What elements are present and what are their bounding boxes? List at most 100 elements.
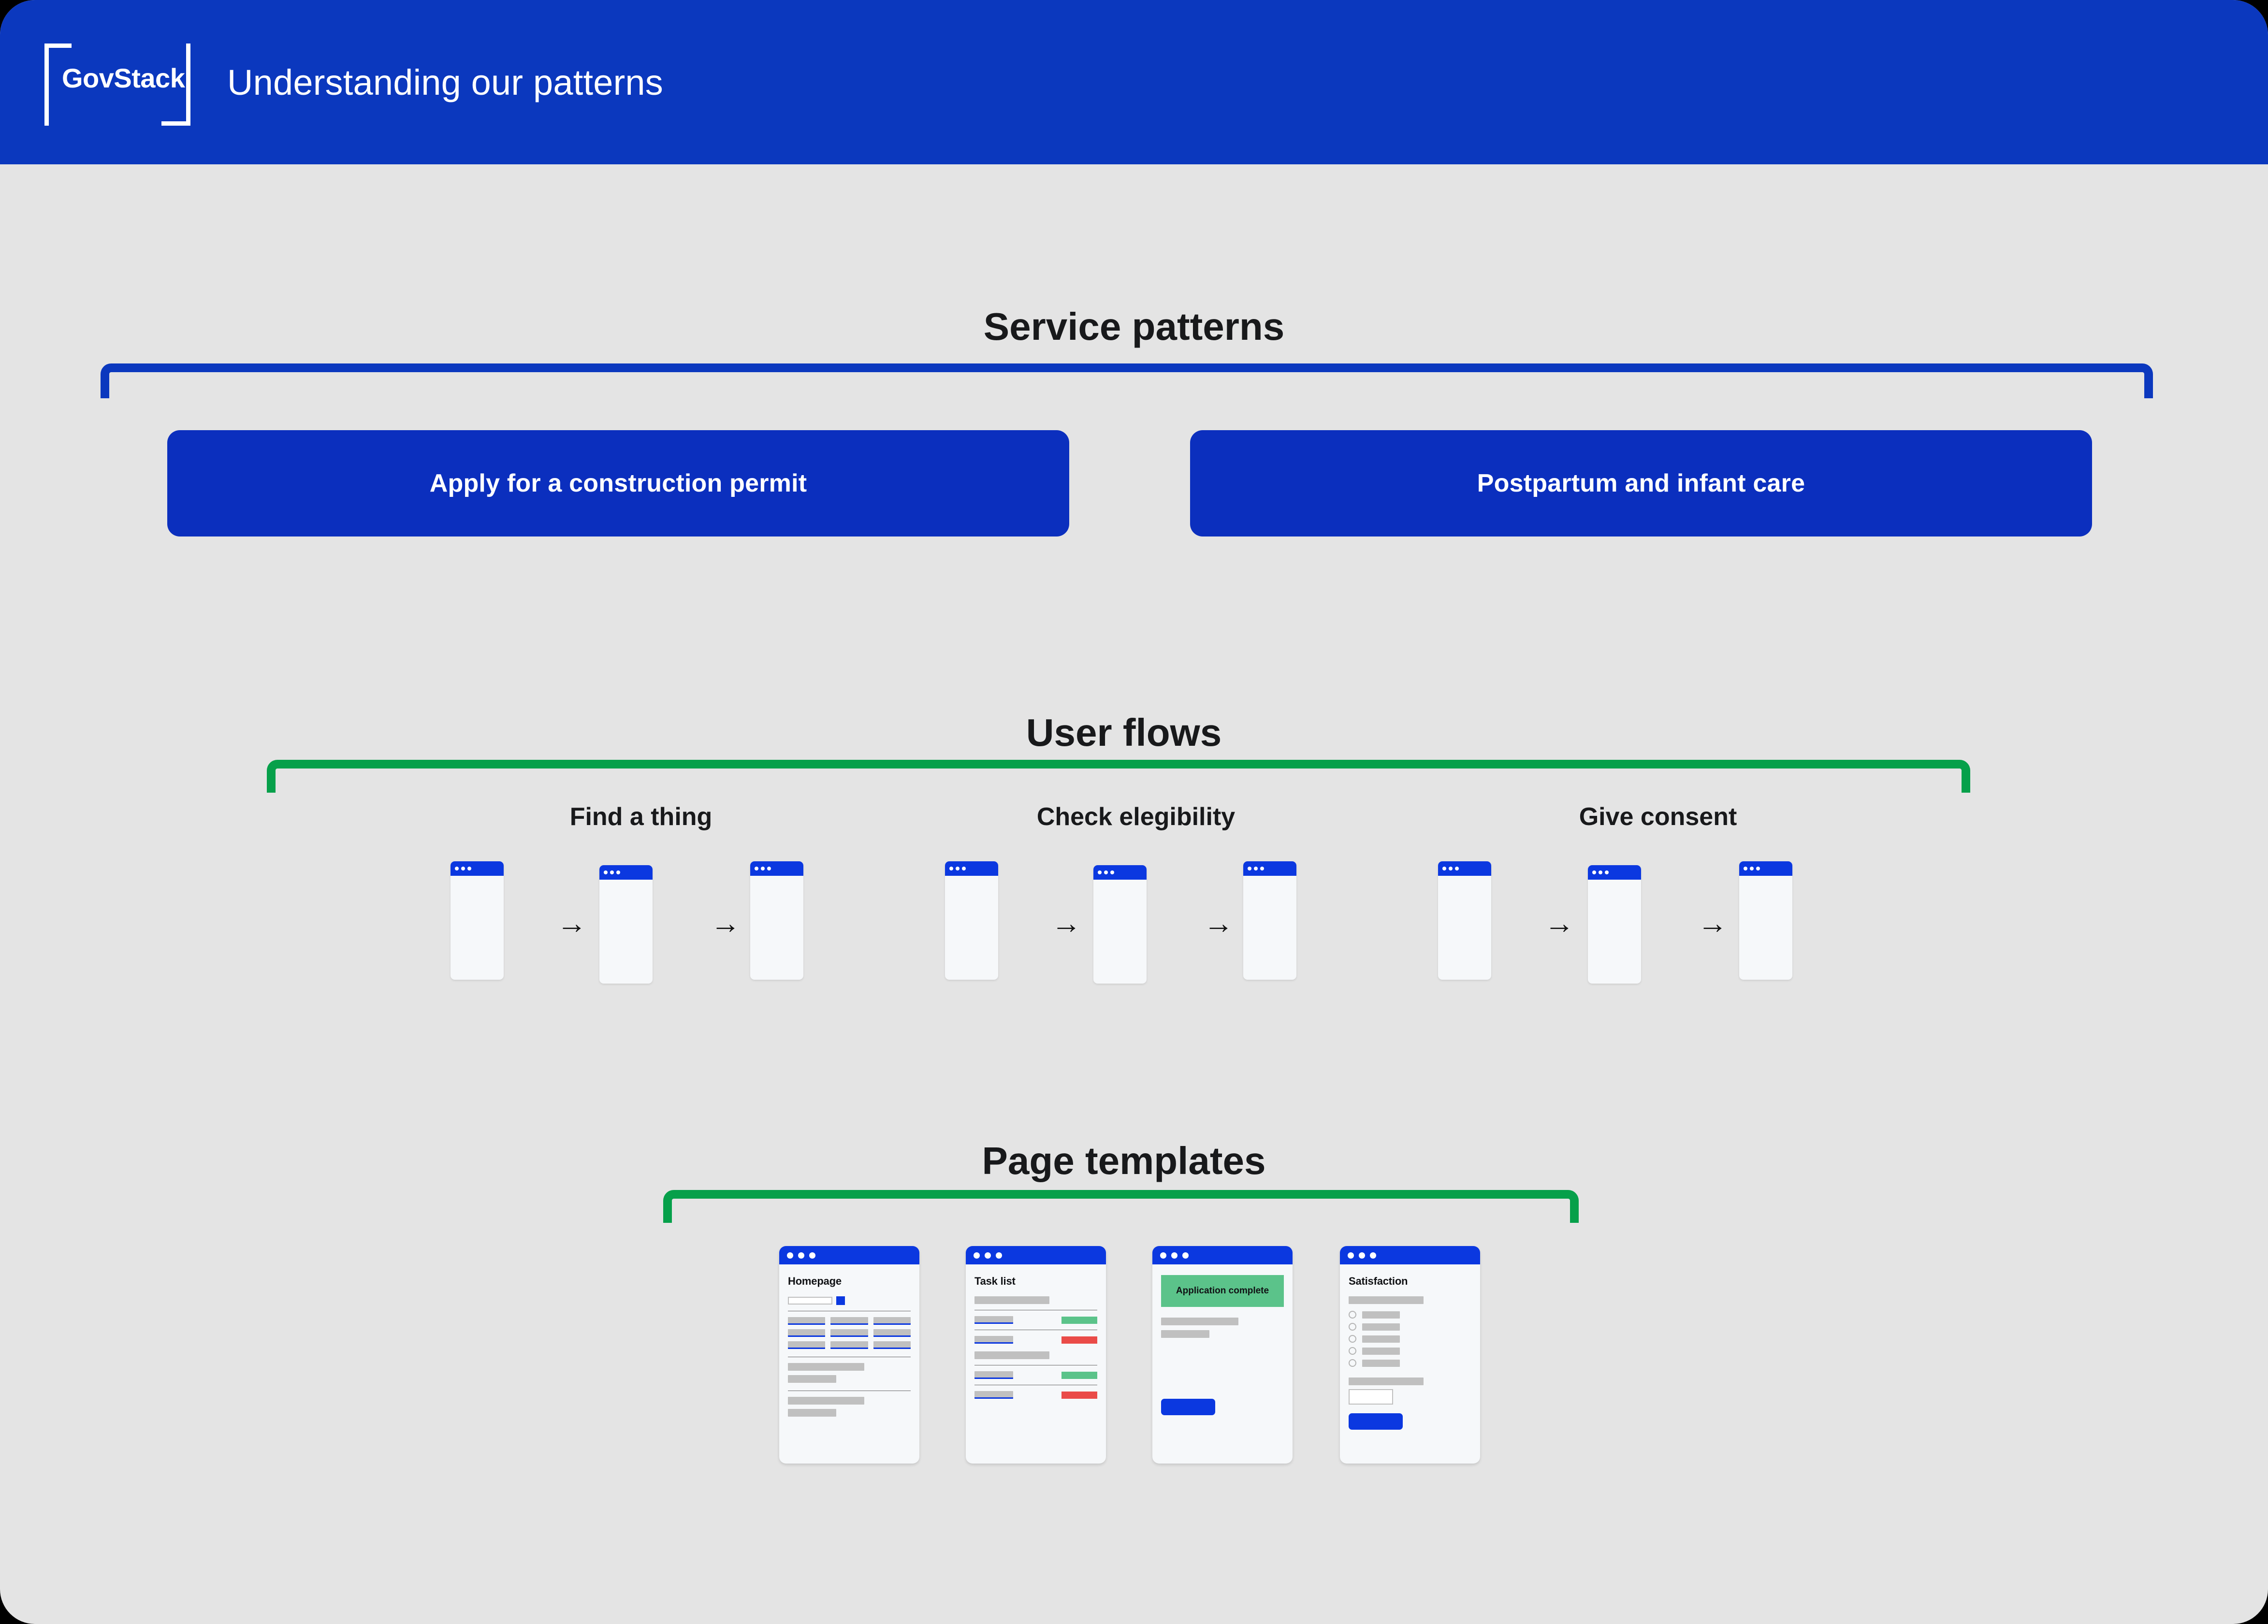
window-dot-icon <box>996 1252 1002 1259</box>
govstack-logo[interactable]: GovStack <box>44 44 199 126</box>
task-link[interactable] <box>974 1316 1013 1324</box>
window-dot-icon <box>985 1252 991 1259</box>
flow-arrow-icon: → <box>1544 907 1574 940</box>
flow-step-window[interactable] <box>1243 861 1296 980</box>
flow-step-window[interactable] <box>1739 861 1792 980</box>
template-body: Satisfaction <box>1340 1264 1480 1435</box>
task-row[interactable] <box>974 1336 1097 1344</box>
grid-link[interactable] <box>873 1329 911 1337</box>
radio-icon[interactable] <box>1349 1359 1356 1367</box>
grid-link[interactable] <box>830 1329 868 1337</box>
status-badge <box>1061 1316 1097 1324</box>
radio-icon[interactable] <box>1349 1347 1356 1355</box>
success-banner: Application complete <box>1161 1275 1284 1307</box>
radio-option[interactable] <box>1349 1359 1471 1367</box>
flow-step-window[interactable] <box>1093 865 1147 984</box>
grid-link[interactable] <box>788 1329 826 1337</box>
task-row[interactable] <box>974 1316 1097 1324</box>
window-dot-icon <box>1449 867 1453 870</box>
window-dot-icon <box>956 867 960 870</box>
status-badge <box>1061 1336 1097 1344</box>
logo-bracket-top-left-icon <box>44 44 72 87</box>
service-pattern-button-postpartum-infant-care[interactable]: Postpartum and infant care <box>1190 430 2092 536</box>
text-block <box>1161 1318 1238 1325</box>
radio-icon[interactable] <box>1349 1335 1356 1343</box>
page-template-application-complete[interactable]: Application complete <box>1152 1246 1293 1464</box>
radio-option[interactable] <box>1349 1335 1471 1343</box>
grid-link[interactable] <box>873 1341 911 1349</box>
option-label <box>1362 1347 1400 1355</box>
text-block <box>1161 1330 1209 1338</box>
grid-link[interactable] <box>788 1317 826 1325</box>
window-dot-icon <box>1359 1252 1365 1259</box>
window-dot-icon <box>1260 867 1264 870</box>
text-block <box>788 1375 836 1383</box>
window-dot-icon <box>1348 1252 1354 1259</box>
task-link[interactable] <box>974 1391 1013 1399</box>
page-template-homepage[interactable]: Homepage <box>779 1246 919 1464</box>
radio-icon[interactable] <box>1349 1323 1356 1331</box>
submit-button[interactable] <box>1349 1413 1403 1430</box>
grid-link[interactable] <box>873 1317 911 1325</box>
window-titlebar <box>966 1246 1106 1264</box>
window-titlebar <box>451 861 504 876</box>
flow-step-window[interactable] <box>750 861 803 980</box>
text-block <box>788 1363 864 1371</box>
search-input[interactable] <box>788 1297 832 1305</box>
search-row[interactable] <box>788 1296 911 1305</box>
comment-textarea[interactable] <box>1349 1389 1393 1405</box>
option-label <box>1362 1311 1400 1319</box>
flow-step-window[interactable] <box>599 865 653 984</box>
grid-link[interactable] <box>830 1317 868 1325</box>
section-title-user-flows: User flows <box>1026 711 1222 754</box>
window-dot-icon <box>1744 867 1747 870</box>
task-row[interactable] <box>974 1391 1097 1399</box>
window-titlebar <box>1438 861 1491 876</box>
page-template-task-list[interactable]: Task list <box>966 1246 1106 1464</box>
question-label <box>1349 1378 1424 1385</box>
window-dot-icon <box>1592 870 1596 874</box>
window-dot-icon <box>755 867 758 870</box>
window-dot-icon <box>1248 867 1251 870</box>
flow-step-window[interactable] <box>1438 861 1491 980</box>
question-label <box>1349 1296 1424 1304</box>
window-dot-icon <box>809 1252 815 1259</box>
radio-icon[interactable] <box>1349 1311 1356 1319</box>
window-dot-icon <box>1442 867 1446 870</box>
task-link[interactable] <box>974 1371 1013 1379</box>
service-pattern-button-construction-permit[interactable]: Apply for a construction permit <box>167 430 1069 536</box>
window-titlebar <box>1739 861 1792 876</box>
window-dot-icon <box>610 870 614 874</box>
radio-option[interactable] <box>1349 1347 1471 1355</box>
task-group-heading <box>974 1351 1049 1359</box>
search-button[interactable] <box>836 1296 845 1305</box>
window-dot-icon <box>455 867 459 870</box>
flow-arrow-icon: → <box>711 907 741 940</box>
flow-step-window[interactable] <box>451 861 504 980</box>
option-label <box>1362 1323 1400 1331</box>
radio-option[interactable] <box>1349 1323 1471 1331</box>
task-link[interactable] <box>974 1336 1013 1344</box>
window-dot-icon <box>767 867 771 870</box>
flow-label-find-a-thing: Find a thing <box>569 803 712 831</box>
page-template-satisfaction[interactable]: Satisfaction <box>1340 1246 1480 1464</box>
flow-step-window[interactable] <box>945 861 998 980</box>
grid-link[interactable] <box>788 1341 826 1349</box>
template-body: Application complete <box>1152 1264 1293 1420</box>
task-group-heading <box>974 1296 1049 1304</box>
radio-option[interactable] <box>1349 1311 1471 1319</box>
window-dot-icon <box>1605 870 1609 874</box>
window-dot-icon <box>1370 1252 1376 1259</box>
window-titlebar <box>945 861 998 876</box>
flow-step-window[interactable] <box>1588 865 1641 984</box>
flow-arrow-icon: → <box>1051 907 1081 940</box>
page-header: GovStack Understanding our patterns <box>0 0 2268 164</box>
logo-wordmark: GovStack <box>62 63 185 93</box>
grid-link[interactable] <box>830 1341 868 1349</box>
primary-button[interactable] <box>1161 1399 1215 1415</box>
window-dot-icon <box>1182 1252 1189 1259</box>
task-row[interactable] <box>974 1371 1097 1379</box>
window-titlebar <box>1152 1246 1293 1264</box>
window-titlebar <box>779 1246 919 1264</box>
window-titlebar <box>1340 1246 1480 1264</box>
